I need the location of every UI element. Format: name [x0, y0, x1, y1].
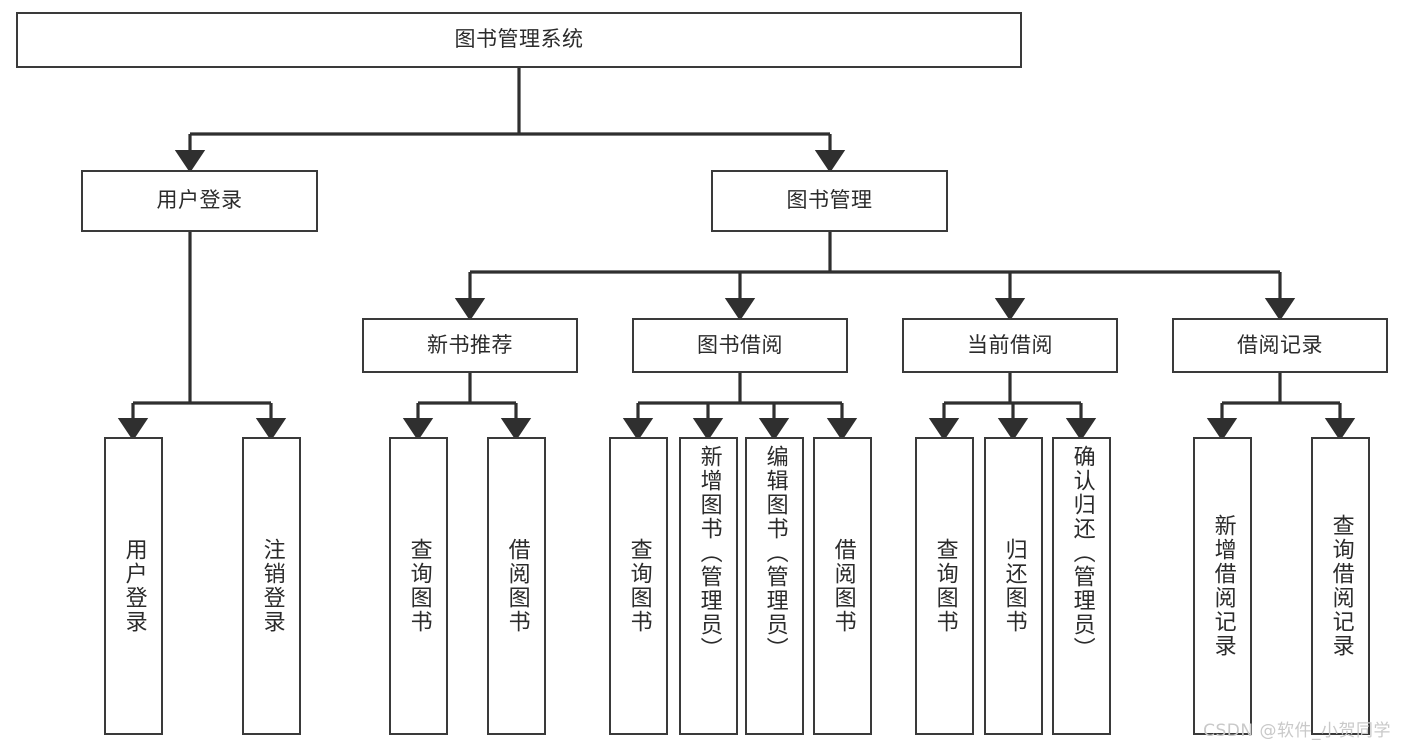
node-leaf-query-book-3-label: 查询图书: [932, 538, 958, 634]
node-leaf-edit-book[interactable]: 编辑图书（管理员）: [745, 437, 804, 735]
node-book-borrow-label: 图书借阅: [697, 332, 783, 357]
node-root[interactable]: 图书管理系统: [16, 12, 1022, 68]
node-borrow-record[interactable]: 借阅记录: [1172, 318, 1388, 373]
node-leaf-query-book-1[interactable]: 查询图书: [389, 437, 448, 735]
node-leaf-query-book-1-label: 查询图书: [406, 538, 432, 634]
node-leaf-confirm-return-label: 确认归还（管理员）: [1069, 445, 1095, 661]
node-leaf-query-record-label: 查询借阅记录: [1328, 514, 1354, 658]
node-book-manage[interactable]: 图书管理: [711, 170, 948, 232]
node-leaf-query-record[interactable]: 查询借阅记录: [1311, 437, 1370, 735]
node-leaf-logout[interactable]: 注销登录: [242, 437, 301, 735]
node-leaf-add-record-label: 新增借阅记录: [1210, 514, 1236, 658]
node-leaf-query-book-3[interactable]: 查询图书: [915, 437, 974, 735]
node-user-login[interactable]: 用户登录: [81, 170, 318, 232]
node-user-login-label: 用户登录: [156, 188, 243, 213]
watermark-text: CSDN @软件_小贺同学: [1203, 721, 1391, 741]
node-leaf-add-record[interactable]: 新增借阅记录: [1193, 437, 1252, 735]
node-root-label: 图书管理系统: [454, 27, 584, 52]
node-leaf-borrow-book-1-label: 借阅图书: [504, 538, 530, 634]
node-leaf-user-login-label: 用户登录: [121, 538, 147, 634]
node-leaf-logout-label: 注销登录: [259, 538, 285, 634]
node-current-borrow[interactable]: 当前借阅: [902, 318, 1118, 373]
node-new-book-rec[interactable]: 新书推荐: [362, 318, 578, 373]
node-leaf-return-book-label: 归还图书: [1001, 538, 1027, 634]
node-leaf-borrow-book-2-label: 借阅图书: [830, 538, 856, 634]
node-current-borrow-label: 当前借阅: [967, 332, 1053, 357]
node-leaf-query-book-2-label: 查询图书: [626, 538, 652, 634]
node-leaf-confirm-return[interactable]: 确认归还（管理员）: [1052, 437, 1111, 735]
node-leaf-borrow-book-1[interactable]: 借阅图书: [487, 437, 546, 735]
node-leaf-edit-book-label: 编辑图书（管理员）: [762, 445, 788, 661]
node-leaf-return-book[interactable]: 归还图书: [984, 437, 1043, 735]
node-leaf-query-book-2[interactable]: 查询图书: [609, 437, 668, 735]
node-new-book-rec-label: 新书推荐: [427, 332, 513, 357]
node-book-manage-label: 图书管理: [786, 188, 873, 213]
node-book-borrow[interactable]: 图书借阅: [632, 318, 848, 373]
node-leaf-add-book[interactable]: 新增图书（管理员）: [679, 437, 738, 735]
node-leaf-borrow-book-2[interactable]: 借阅图书: [813, 437, 872, 735]
node-leaf-add-book-label: 新增图书（管理员）: [696, 445, 722, 661]
node-leaf-user-login[interactable]: 用户登录: [104, 437, 163, 735]
node-borrow-record-label: 借阅记录: [1237, 332, 1323, 357]
